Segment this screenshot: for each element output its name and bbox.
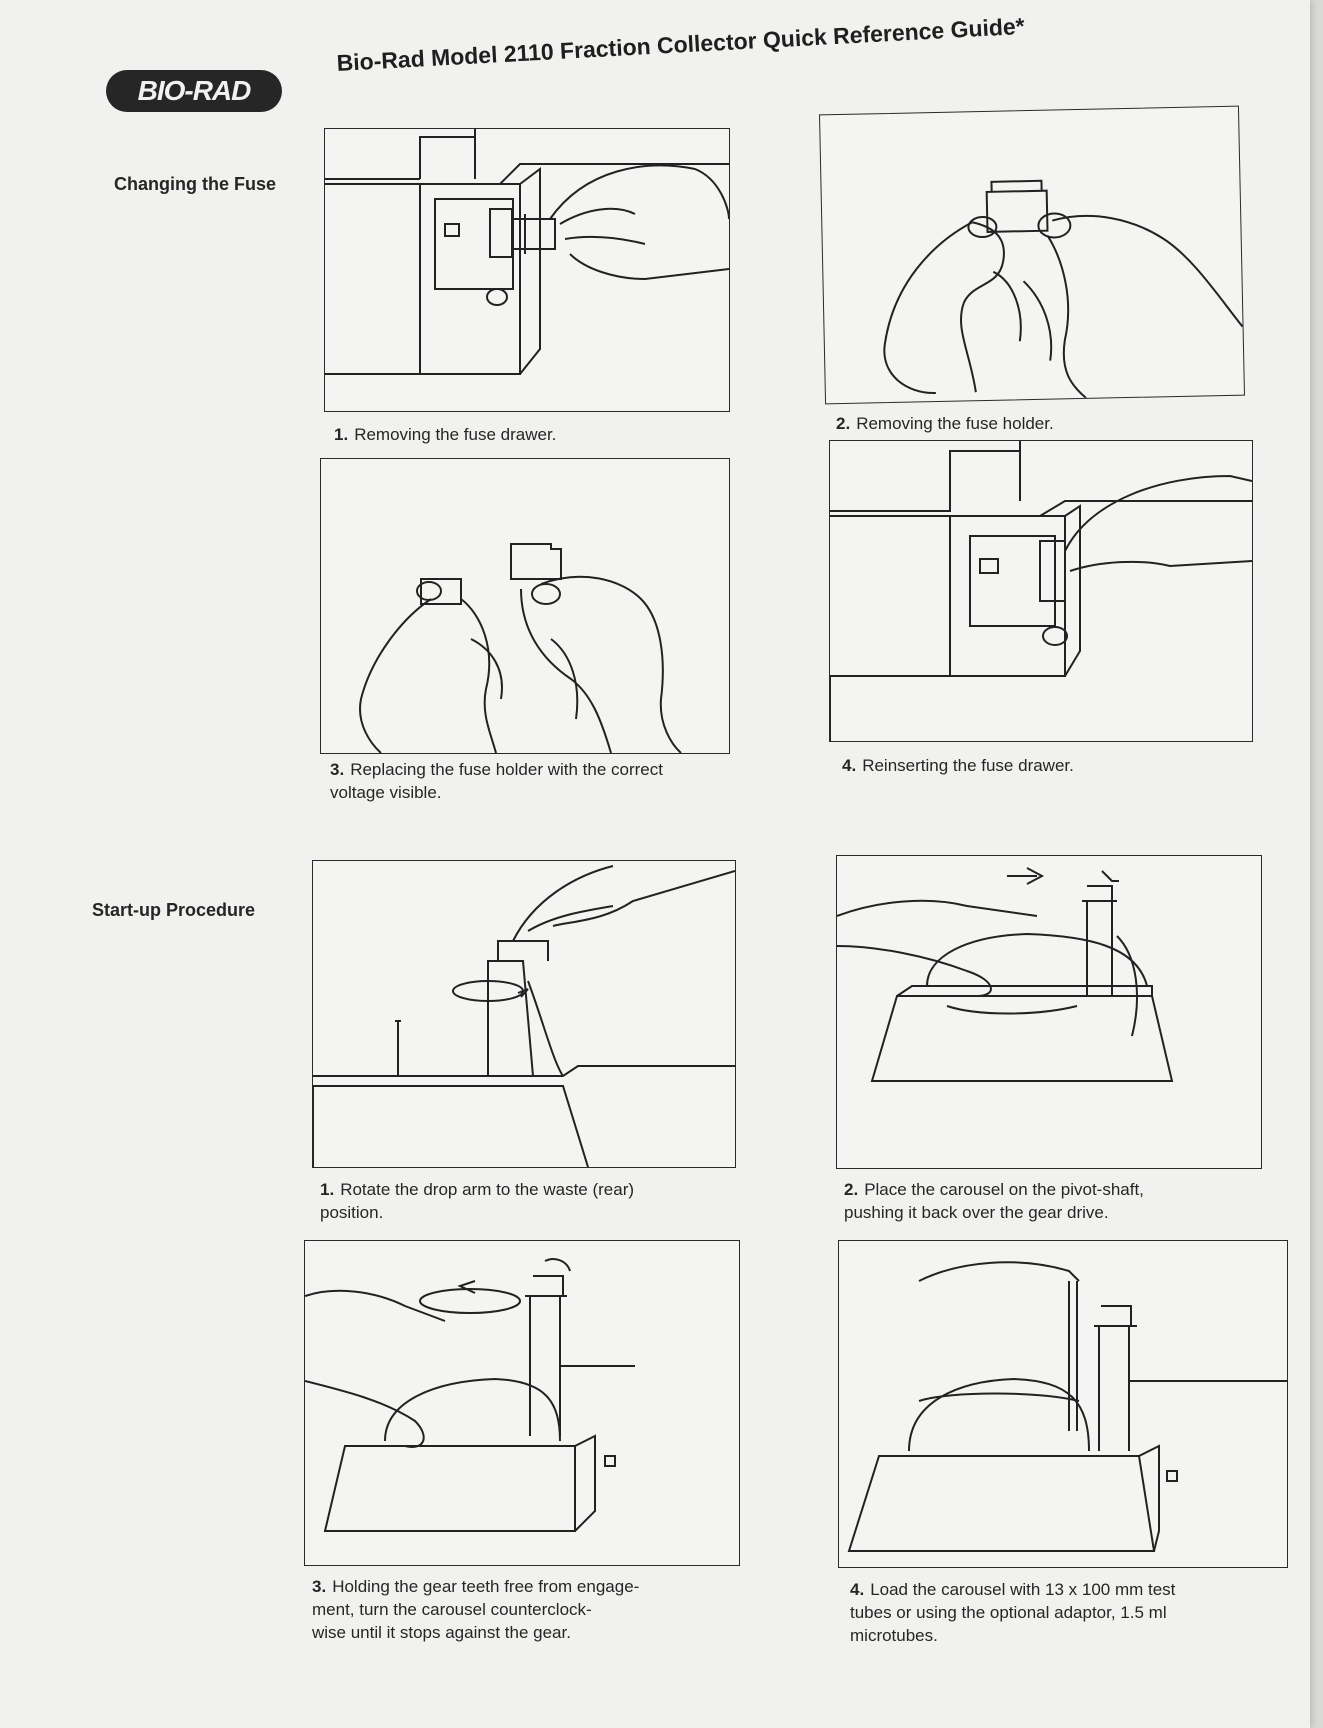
page-title: Bio-Rad Model 2110 Fraction Collector Qu… <box>335 12 1026 77</box>
carousel-placement-drawing <box>837 867 1174 1082</box>
fuse-step-2-caption: 2. Removing the fuse holder. <box>836 412 1054 435</box>
step-number: 1. <box>334 425 349 444</box>
fuse-drawer-reinsertion-drawing <box>830 441 1252 741</box>
fuse-step-3-caption: 3.Replacing the fuse holder with the cor… <box>330 758 663 804</box>
illustration-fuse-step-1 <box>324 128 730 412</box>
step-text: Removing the fuse drawer. <box>354 425 557 444</box>
startup-step-2-caption: 2.Place the carousel on the pivot-shaft,… <box>844 1178 1144 1224</box>
fuse-holder-removal-drawing <box>883 179 1244 399</box>
step-text: Replacing the fuse holder with the corre… <box>330 760 663 802</box>
section-label-startup: Start-up Procedure <box>92 900 256 920</box>
step-text: Removing the fuse holder. <box>856 414 1054 433</box>
illustration-startup-step-1 <box>312 860 736 1168</box>
step-text: Place the carousel on the pivot-shaft, p… <box>844 1180 1144 1222</box>
fuse-drawer-removal-drawing <box>325 129 729 375</box>
carousel-loading-drawing <box>847 1261 1287 1552</box>
step-text: Load the carousel with 13 x 100 mm test … <box>850 1580 1176 1645</box>
carousel-rotation-drawing <box>305 1258 635 1532</box>
step-number: 3. <box>312 1577 327 1596</box>
logo-text: BIO-RAD <box>137 75 252 106</box>
illustration-fuse-step-2 <box>819 105 1245 405</box>
step-text: Reinserting the fuse drawer. <box>862 756 1074 775</box>
bio-rad-logo: BIO-RAD <box>106 70 282 112</box>
step-number: 4. <box>850 1580 865 1599</box>
illustration-startup-step-3 <box>304 1240 740 1566</box>
step-number: 2. <box>836 414 851 433</box>
startup-step-1-caption: 1.Rotate the drop arm to the waste (rear… <box>320 1178 634 1224</box>
illustration-startup-step-2 <box>836 855 1262 1169</box>
drop-arm-rotation-drawing <box>313 865 735 1167</box>
illustration-fuse-step-3 <box>320 458 730 754</box>
step-number: 1. <box>320 1180 335 1199</box>
step-number: 4. <box>842 756 857 775</box>
illustration-fuse-step-4 <box>829 440 1253 742</box>
fuse-holder-replacement-drawing <box>359 543 682 753</box>
step-text: Rotate the drop arm to the waste (rear) … <box>320 1180 635 1222</box>
fuse-step-4-caption: 4. Reinserting the fuse drawer. <box>842 754 1074 777</box>
illustration-startup-step-4 <box>838 1240 1288 1568</box>
step-text: Holding the gear teeth free from engage-… <box>312 1577 640 1642</box>
step-number: 2. <box>844 1180 859 1199</box>
section-label-fuse: Changing the Fuse <box>114 174 276 194</box>
startup-step-4-caption: 4.Load the carousel with 13 x 100 mm tes… <box>850 1578 1175 1647</box>
fuse-step-1-caption: 1. Removing the fuse drawer. <box>334 423 556 446</box>
startup-step-3-caption: 3.Holding the gear teeth free from engag… <box>312 1575 639 1644</box>
step-number: 3. <box>330 760 345 779</box>
